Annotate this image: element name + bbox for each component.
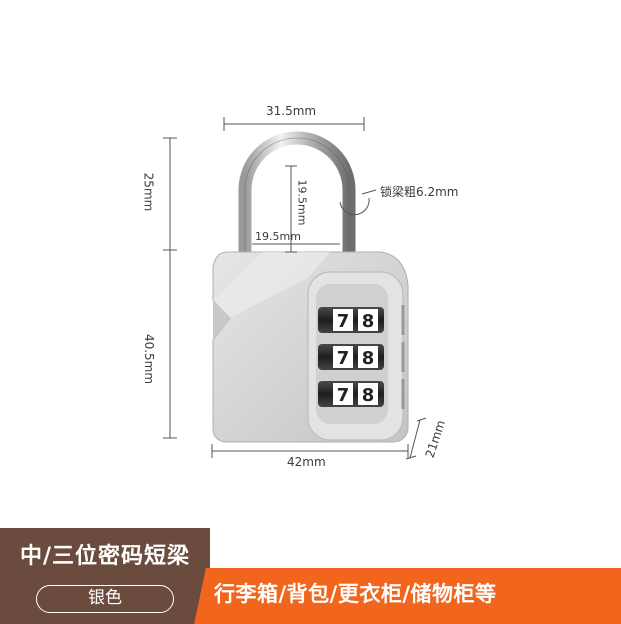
product-title: 中/三位密码短梁 bbox=[19, 544, 191, 569]
color-option-button[interactable]: 银色 bbox=[36, 585, 174, 613]
body-width-label: 42mm bbox=[287, 455, 326, 469]
product-banner: 中/三位密码短梁 银色 行李箱/背包/更衣柜/储物柜等 bbox=[0, 528, 621, 624]
usage-text: 行李箱/背包/更衣柜/储物柜等 bbox=[214, 582, 497, 606]
padlock-diagram: 7 8 7 8 7 8 bbox=[163, 117, 427, 460]
dial-digit: 8 bbox=[362, 311, 375, 332]
body-height-label: 40.5mm bbox=[142, 333, 157, 385]
shackle-height-label: 25mm bbox=[141, 172, 156, 212]
shackle bbox=[238, 131, 356, 252]
inner-width-label: 19.5mm bbox=[255, 230, 301, 243]
dial-digit: 7 bbox=[337, 348, 350, 369]
dial-digit: 7 bbox=[337, 311, 350, 332]
inner-height-label: 19.5mm bbox=[295, 179, 309, 226]
shackle-thickness-label: 锁梁粗6.2mm bbox=[380, 185, 459, 199]
banner-title-block bbox=[0, 528, 210, 624]
dial-digit: 8 bbox=[362, 385, 375, 406]
dial-digit: 7 bbox=[337, 385, 350, 406]
banner-uses-band bbox=[210, 568, 621, 624]
dial-row-2[interactable]: 7 8 bbox=[318, 344, 384, 370]
shackle-width-label: 31.5mm bbox=[266, 104, 317, 118]
dial-row-1[interactable]: 7 8 bbox=[318, 307, 384, 333]
dial-digit: 8 bbox=[362, 348, 375, 369]
dial-row-3[interactable]: 7 8 bbox=[318, 381, 384, 407]
dimension-lines bbox=[163, 117, 427, 460]
